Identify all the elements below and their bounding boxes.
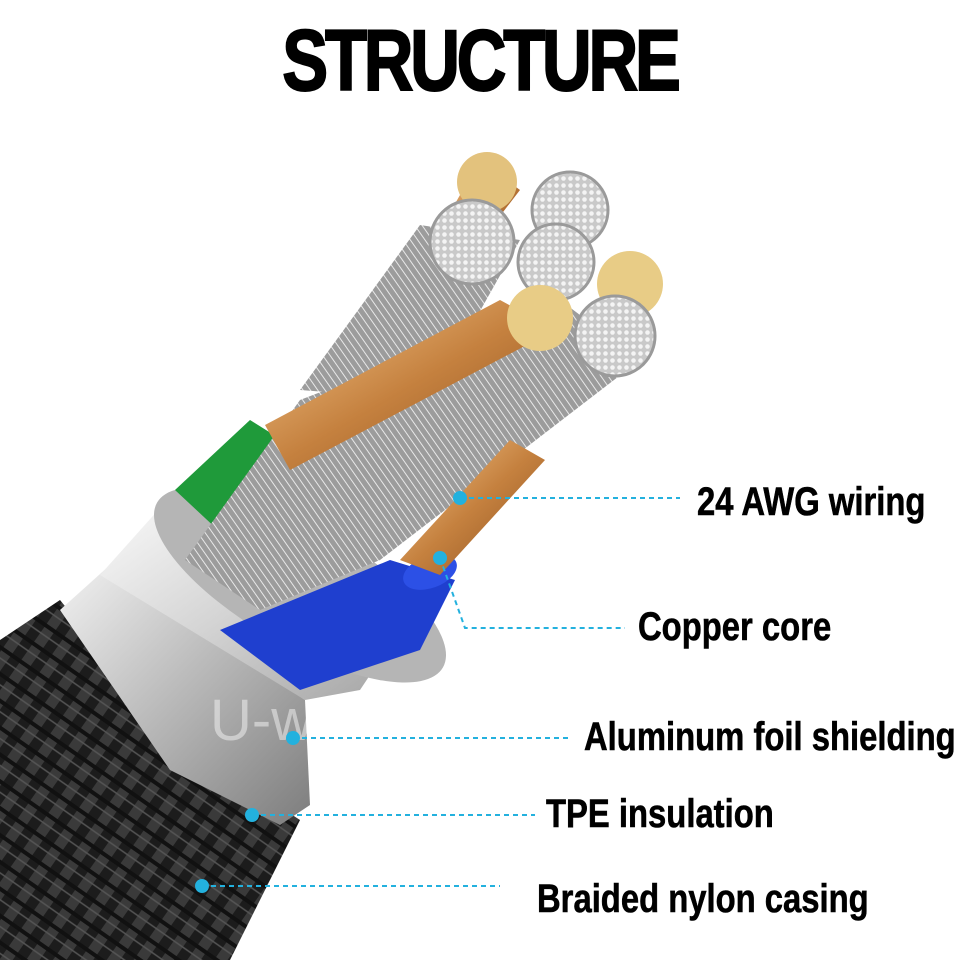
copper-core-main (265, 300, 555, 470)
copper-core-lower (400, 440, 545, 575)
leader-copper (439, 557, 625, 629)
awg-wiring-bundle (185, 300, 640, 610)
label-24-awg-wiring: 24 AWG wiring (697, 480, 926, 524)
leader-dot-awg (453, 491, 467, 505)
leader-dot-copper (433, 551, 447, 565)
copper-tip-top (457, 152, 517, 212)
leader-dot-tpe (245, 808, 259, 822)
copper-tip-center (507, 285, 573, 351)
braided-nylon-casing (0, 600, 300, 960)
label-aluminum-foil-shielding: Aluminum foil shielding (584, 715, 956, 759)
leader-dot-braid (195, 879, 209, 893)
strand-tip-4 (573, 294, 657, 378)
strand-tip-2 (428, 198, 516, 286)
label-tpe-insulation: TPE insulation (546, 792, 774, 836)
leader-lines (195, 491, 680, 893)
tpe-insulation-ring (60, 565, 310, 825)
label-braided-nylon-casing: Braided nylon casing (537, 877, 869, 921)
page-title: STRUCTURE (281, 13, 681, 109)
leader-dot-foil (286, 731, 300, 745)
blue-wire (220, 560, 455, 690)
label-copper-core: Copper core (638, 605, 832, 649)
